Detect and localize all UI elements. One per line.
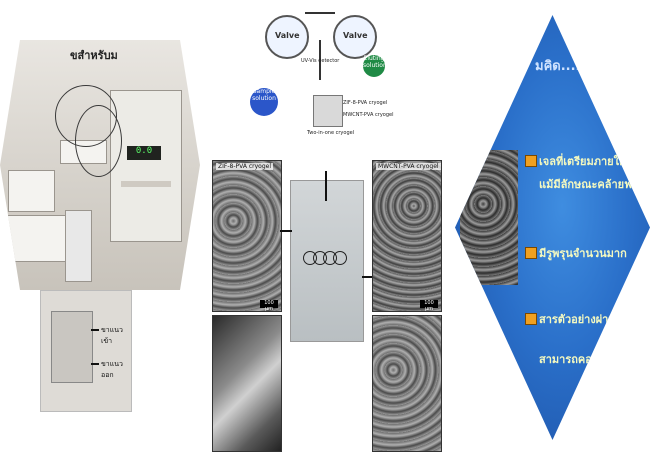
valve-right: Valve xyxy=(333,15,377,59)
arrow-icon xyxy=(91,329,99,331)
sem-zif8-scale: 100 µm xyxy=(260,300,278,311)
cryogel-chip-icon xyxy=(313,95,343,127)
tube-rack xyxy=(65,210,92,282)
uvvis-label: UV-Vis detector xyxy=(301,58,340,64)
arrow-icon xyxy=(91,363,99,365)
bullet-icon xyxy=(525,313,537,325)
tubing xyxy=(75,105,122,177)
concept-title: มคิด.... xyxy=(535,59,581,74)
bullet-text-2: มีรูพรุนจำนวนมาก xyxy=(539,247,627,260)
sem-mwcnt-scale: 100 µm xyxy=(420,300,438,311)
bullet-text-3: สารตัวอย่างผ่านได้ง่าย xyxy=(539,313,647,326)
sem-mwcnt-bottom xyxy=(372,315,442,452)
valve-left-label: Valve xyxy=(275,31,300,40)
eluting-solution-bubble: Eluting solution xyxy=(363,55,387,77)
concept-sem-image xyxy=(460,150,518,285)
arrow-down-icon xyxy=(325,171,327,201)
serpentine-channel xyxy=(333,251,347,265)
sem-zif8-bottom xyxy=(212,315,282,452)
sem-zif8-caption: ZIF-8-PVA cryogel xyxy=(216,163,273,170)
bullet-text-1b: แม้มีลักษณะคล้ายฟองน้ำ xyxy=(539,178,650,191)
valve-left: Valve xyxy=(265,15,309,59)
instrument-photo-panel: ขสำหรับม 0.0 xyxy=(0,40,200,290)
cryogel-chip-photo xyxy=(290,171,364,342)
bullet-icon xyxy=(525,247,537,259)
controller-unit xyxy=(5,215,67,262)
microfluidic-chip xyxy=(51,311,93,383)
bullet-text-1: เจลที่เตรียมภายใต้สภาวะเย xyxy=(539,155,650,168)
concept-slide-diamond: มคิด.... เจลที่เตรียมภายใต้สภาวะเย แม้มี… xyxy=(455,15,650,440)
sem-zif8-top: ZIF-8-PVA cryogel 100 µm xyxy=(212,160,282,312)
detector-panel-strip xyxy=(121,181,171,187)
chip-label-inlet: ขาแนวเข้า xyxy=(101,326,123,345)
chip-closeup: ขาแนวเข้า ขาแนวออก xyxy=(40,290,132,412)
zif8-label: ZIF-8-PVA cryogel xyxy=(343,100,388,106)
bullet-icon xyxy=(525,155,537,167)
sem-mwcnt-caption: MWCNT-PVA cryogel xyxy=(376,163,441,170)
chip-label-outlet: ขาแนวออก xyxy=(101,360,123,379)
pump-unit xyxy=(8,170,55,212)
valve-right-label: Valve xyxy=(343,31,368,40)
mwcnt-label: MWCNT-PVA cryogel xyxy=(343,112,394,118)
sem-mwcnt-top: MWCNT-PVA cryogel 100 µm xyxy=(372,160,442,312)
arrow-right-icon xyxy=(362,276,374,278)
two-in-one-label: Two-in-one cryogel xyxy=(307,130,355,136)
flow-line xyxy=(319,40,321,80)
flow-system-diagram: Valve Valve Sample solution Eluting solu… xyxy=(235,0,420,150)
left-panel-label: ขสำหรับม xyxy=(70,49,118,62)
detector-display: 0.0 xyxy=(127,146,161,160)
arrow-left-icon xyxy=(280,230,292,232)
flow-line xyxy=(305,12,335,14)
sample-solution-bubble: Sample solution xyxy=(250,88,278,116)
bullet-text-4: สามารถคอ xyxy=(539,353,592,366)
detector-unit: 0.0 xyxy=(110,90,182,242)
